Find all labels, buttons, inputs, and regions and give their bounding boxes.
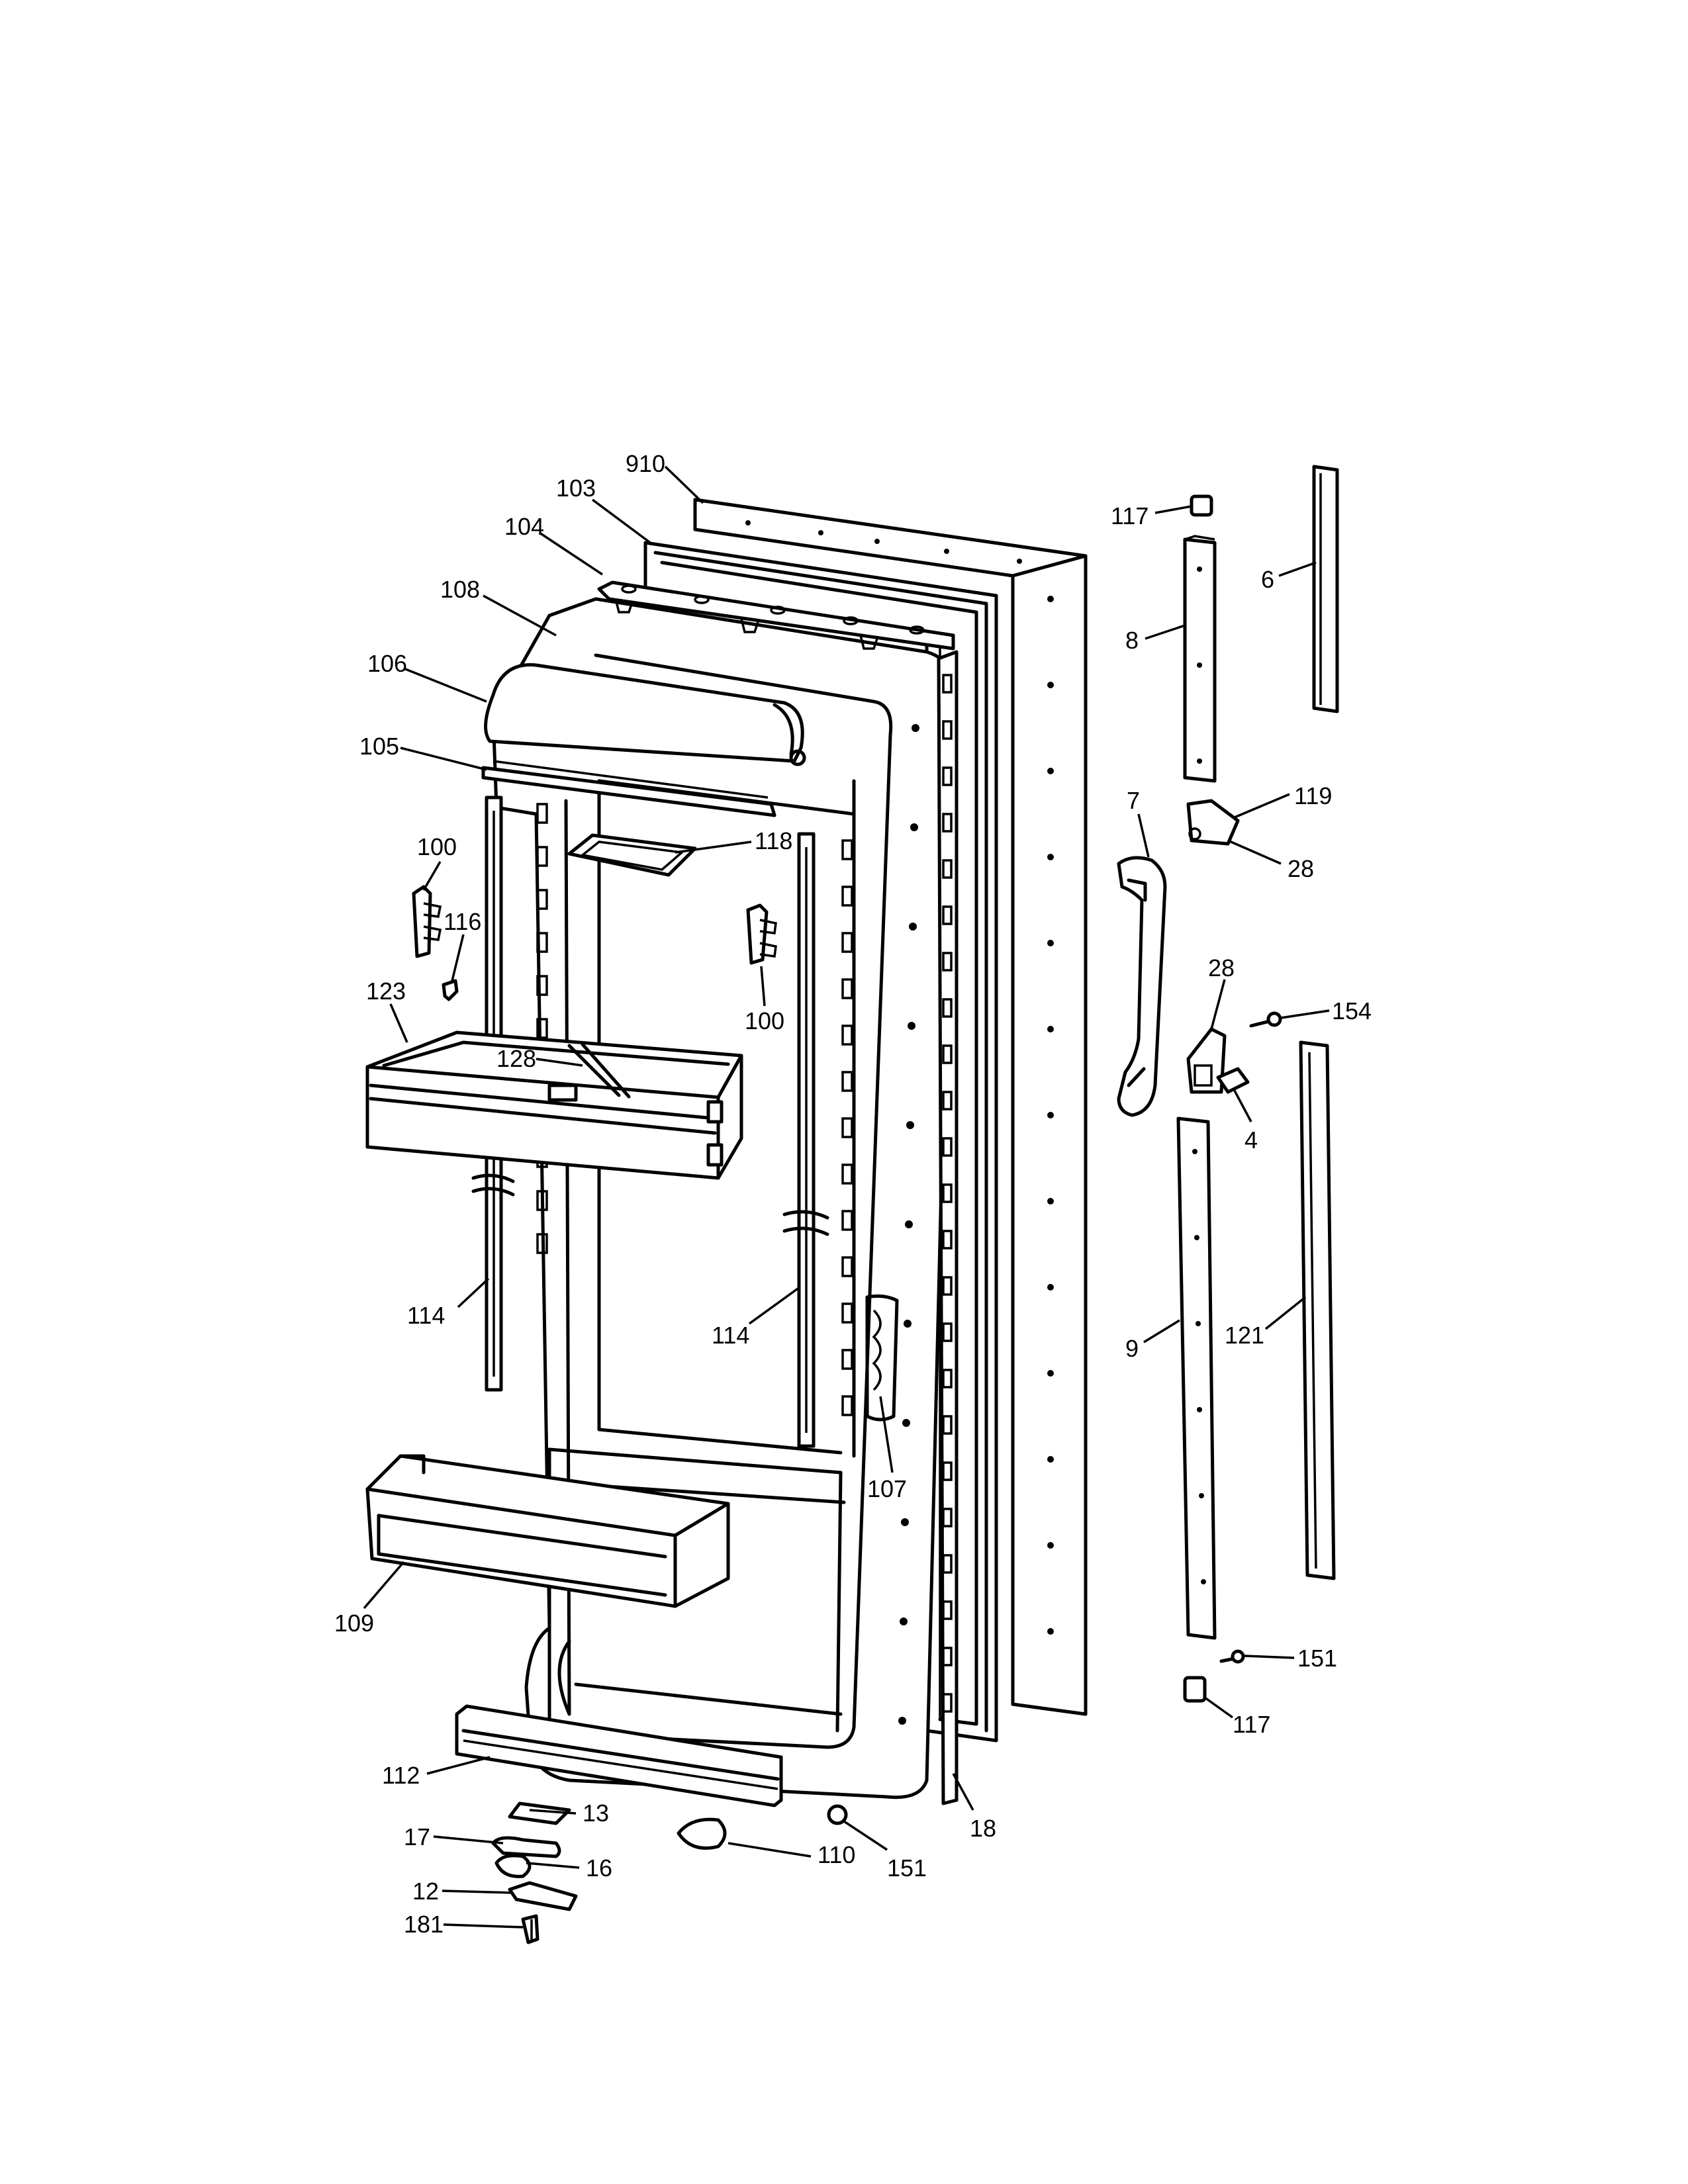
label-4: 4 [1244,1126,1258,1154]
retainer-slots [942,674,953,1713]
label-117-bottom: 117 [1233,1711,1270,1738]
dairy-compartment-door [484,663,806,766]
foam-insulation-107 [865,1294,899,1422]
clip-116 [442,979,459,1001]
liner-rail-slots-right [841,839,853,1416]
door-handle-7 [1117,856,1167,1117]
label-117-top: 117 [1111,502,1149,529]
label-100-right: 100 [745,1007,784,1034]
label-108: 108 [440,576,480,603]
label-910: 910 [626,450,665,477]
label-16: 16 [586,1854,612,1882]
label-118: 118 [755,827,792,854]
label-151-left: 151 [887,1854,927,1882]
outer-door-panel [693,498,1088,1716]
label-12: 12 [412,1878,439,1905]
door-bin-upper [365,1030,743,1180]
label-13: 13 [583,1799,609,1827]
label-114-left: 114 [407,1302,445,1329]
label-123: 123 [366,978,406,1005]
hinge-119 [1186,799,1240,846]
screw-151-left [827,1804,848,1825]
hinge-parts-bottom [491,1801,578,1944]
leader-lines [363,465,1330,1929]
label-100-left: 100 [417,833,457,860]
label-114-right: 114 [712,1322,749,1349]
label-116: 116 [444,908,481,935]
label-119: 119 [1294,782,1332,809]
hinge-cap-117-top [1190,494,1213,517]
label-151-right: 151 [1297,1645,1337,1672]
label-128: 128 [496,1045,536,1072]
label-121: 121 [1225,1322,1264,1349]
label-110: 110 [818,1841,855,1868]
label-9: 9 [1125,1335,1139,1362]
label-112: 112 [382,1762,420,1789]
door-bin-lower [365,1454,730,1608]
shelf-rail-right [782,832,829,1448]
retainer-strip [937,650,959,1805]
label-6: 6 [1261,566,1274,593]
label-103: 103 [556,475,596,502]
hinge-cap-117-bottom [1183,1676,1207,1703]
label-28-middle: 28 [1208,954,1235,981]
label-28-top: 28 [1288,855,1314,882]
hinge-28 [1186,1027,1227,1094]
part-labels: 910 103 104 108 106 105 118 100 116 100 … [334,450,1372,1938]
screw-151-right [1219,1649,1245,1664]
label-8: 8 [1125,627,1139,654]
cap-110 [677,1817,727,1850]
label-17: 17 [404,1823,430,1850]
hinge-pin-4 [1216,1067,1250,1094]
handle-trim-6 [1312,465,1339,713]
handle-trim-121 [1299,1040,1336,1580]
label-106: 106 [367,650,407,677]
label-7: 7 [1127,787,1140,814]
label-109: 109 [334,1610,374,1637]
handle-trim-9 [1176,1116,1217,1640]
label-105: 105 [359,733,399,760]
panel-screw-holes [745,520,1054,1635]
screw-154 [1249,1011,1282,1028]
shelf-clip-right [746,903,777,965]
label-18: 18 [970,1815,996,1842]
liner-flange-screws [898,724,919,1725]
bottom-trim [455,1704,783,1807]
handle-trim-8 [1183,535,1217,783]
label-107: 107 [867,1475,907,1502]
label-154: 154 [1332,997,1372,1024]
top-trim [597,580,955,651]
label-104: 104 [504,513,544,540]
dairy-hinge-bar [481,760,776,817]
label-181: 181 [404,1911,444,1938]
shelf-clip-left [412,885,442,958]
